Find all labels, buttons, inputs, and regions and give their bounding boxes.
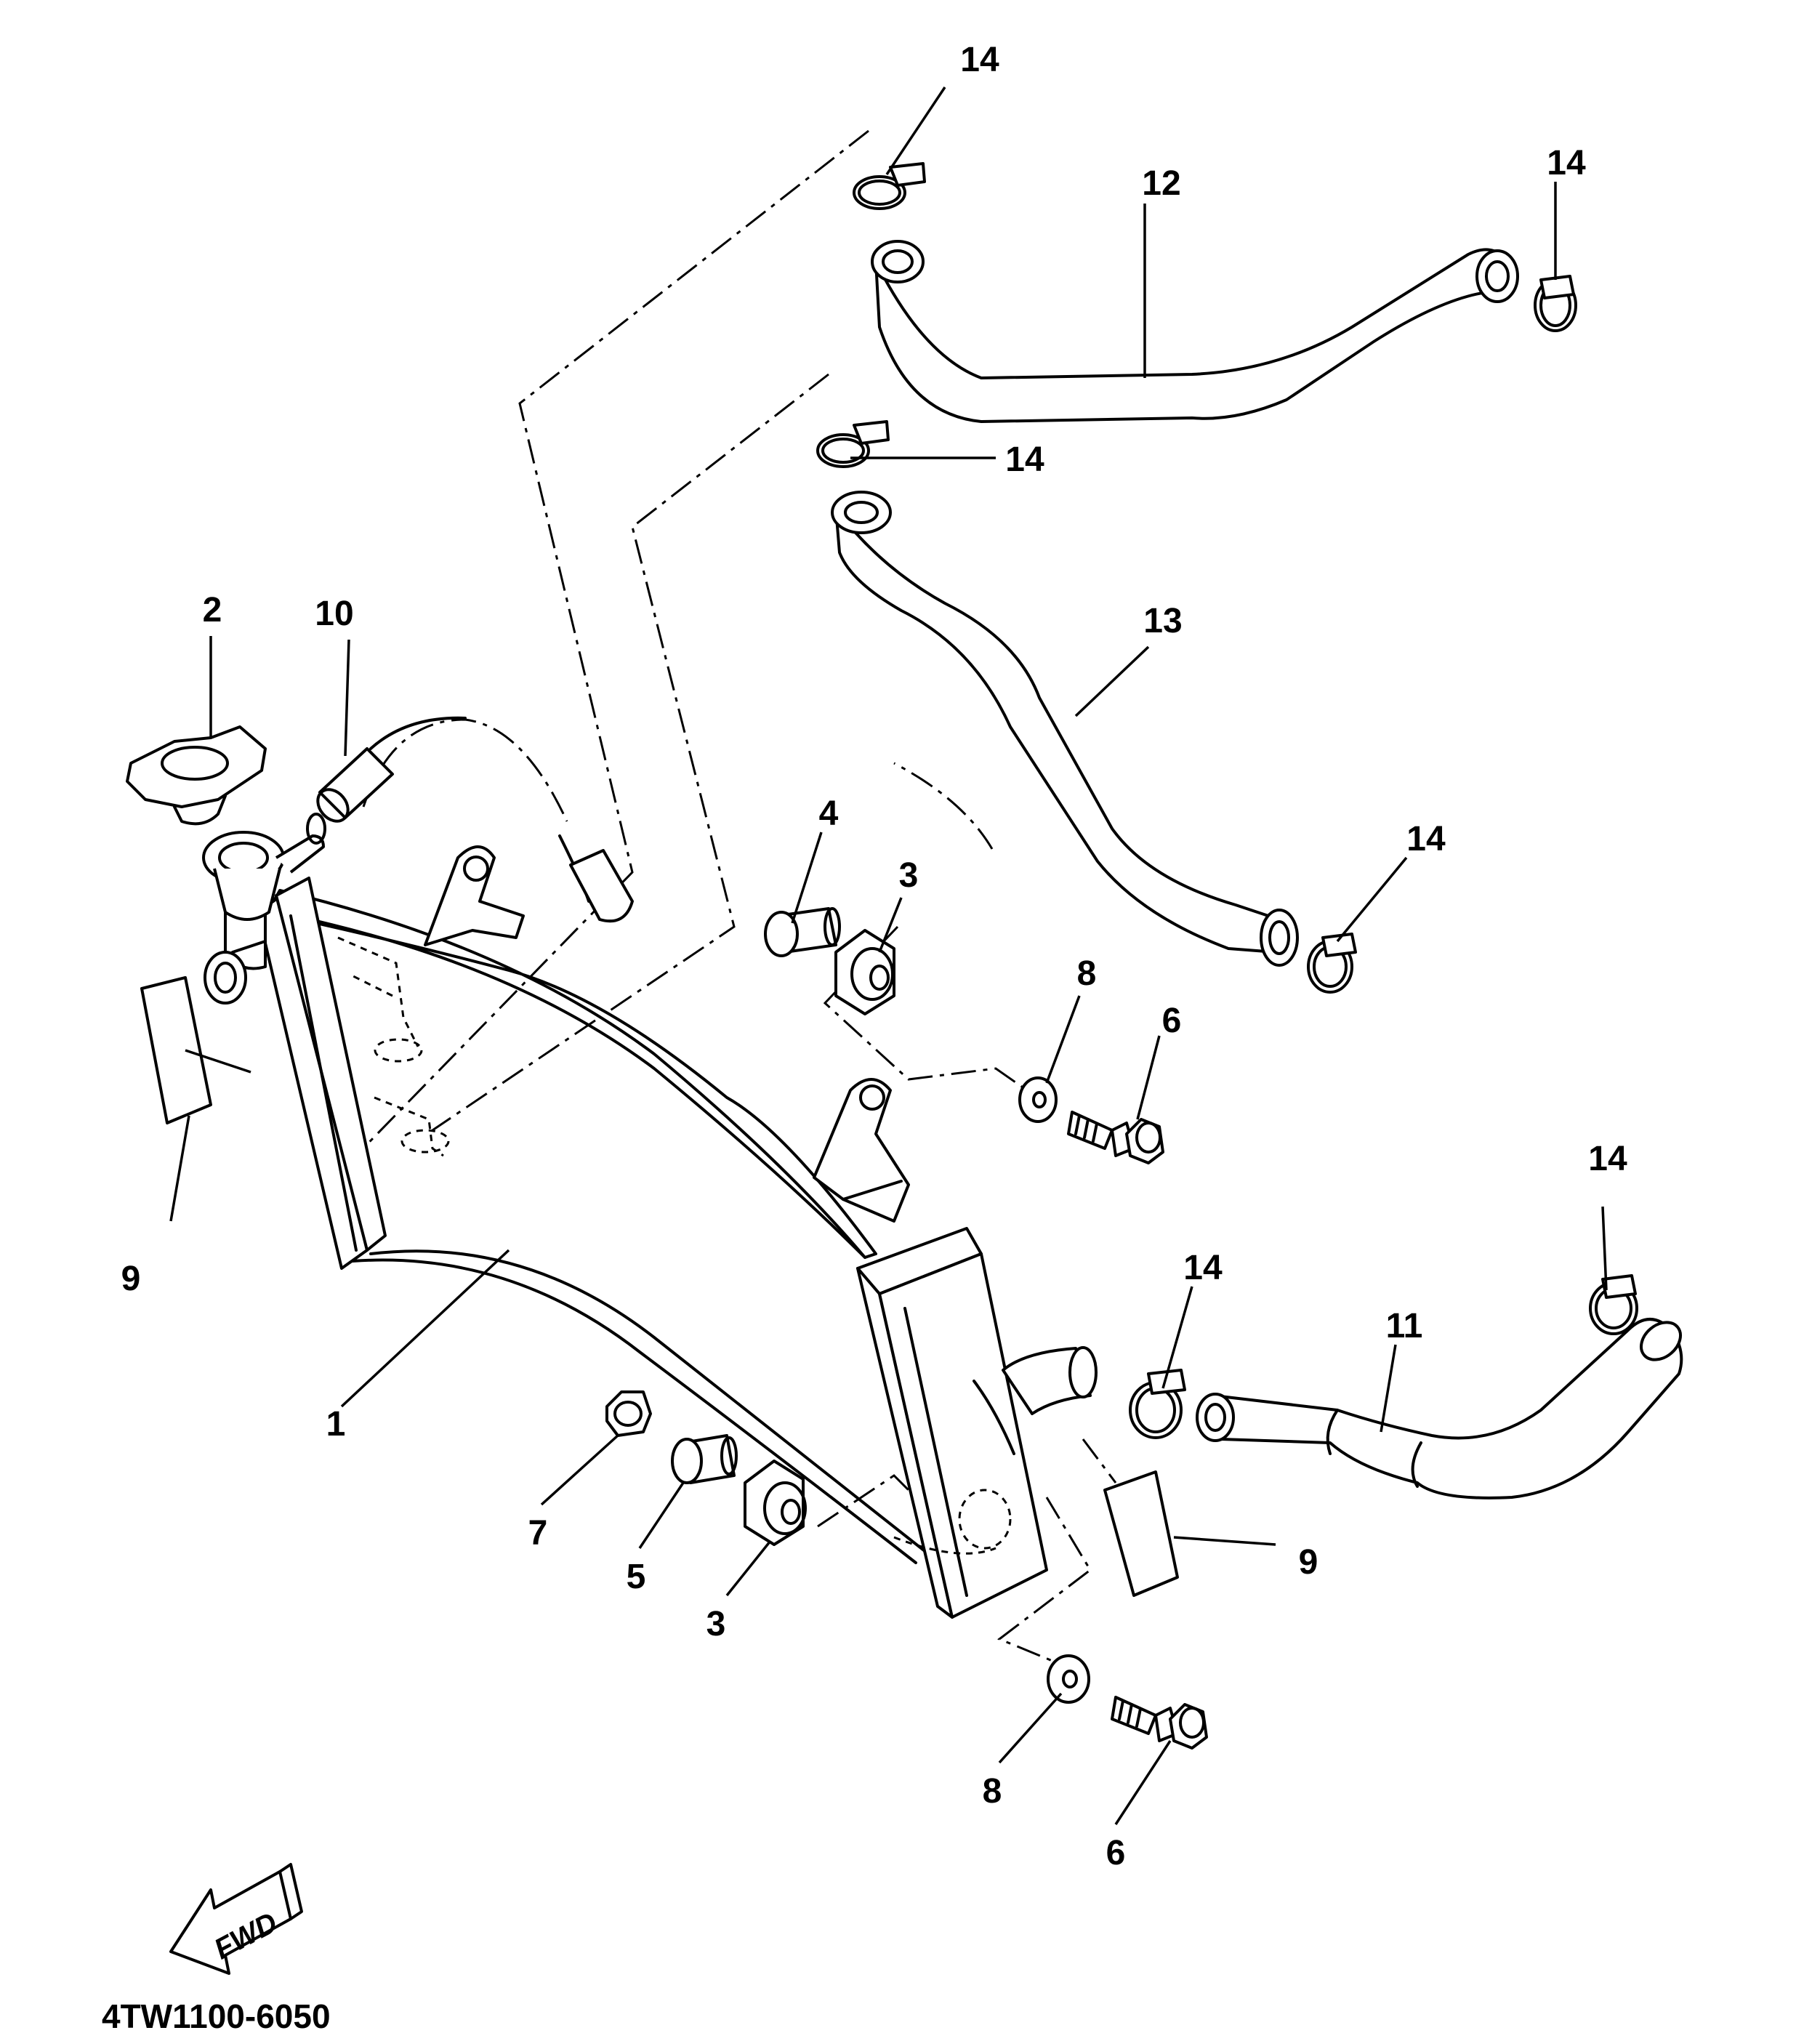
hose-clamp-14f	[1589, 1274, 1638, 1335]
hose-clamp-14e	[1129, 1369, 1186, 1439]
fwd-arrow: FWD	[169, 1863, 303, 1975]
callout-8b: 8	[983, 1772, 1002, 1811]
callout-1: 1	[326, 1405, 346, 1444]
callout-14d: 14	[1406, 820, 1446, 858]
label-plate-9b	[1103, 1470, 1179, 1597]
hose-11	[1196, 1318, 1683, 1499]
callout-14a: 14	[960, 41, 999, 79]
hose-clamp-14b	[816, 420, 890, 468]
collar-5	[671, 1434, 738, 1484]
bolt-6b	[1111, 1696, 1208, 1750]
overflow-hose	[316, 716, 634, 923]
callout-14f: 14	[1588, 1140, 1627, 1178]
callout-14e: 14	[1183, 1249, 1223, 1287]
callout-8a: 8	[1077, 954, 1097, 993]
radiator	[202, 813, 1098, 1619]
washer-8b	[1047, 1654, 1090, 1704]
callout-14b: 14	[1005, 440, 1044, 479]
leader-lines	[169, 86, 1608, 1825]
callout-9b: 9	[1299, 1543, 1318, 1582]
callout-3a: 3	[899, 856, 919, 895]
radiator-cap	[126, 725, 267, 826]
collar-4	[764, 907, 841, 957]
callout-10: 10	[315, 595, 353, 633]
callout-5: 5	[627, 1558, 646, 1596]
callout-14c: 14	[1547, 144, 1586, 182]
bolt-6a	[1067, 1111, 1164, 1164]
hose-clamp-14d	[1307, 933, 1357, 994]
washer-8a	[1018, 1076, 1058, 1123]
callout-numbers: 1 2 10 14 12 14 14 13 14 4 3 8 6 9 14 14…	[121, 41, 1627, 1872]
callout-3b: 3	[706, 1605, 726, 1643]
callout-12: 12	[1142, 164, 1180, 203]
hose-12	[871, 240, 1519, 423]
callout-6a: 6	[1162, 1002, 1182, 1040]
callout-9a: 9	[121, 1260, 141, 1298]
callout-4: 4	[819, 794, 839, 833]
callout-13: 13	[1143, 602, 1182, 640]
callout-11: 11	[1386, 1307, 1423, 1345]
hose-clamp-14a	[853, 162, 926, 210]
grommet-3b	[744, 1460, 807, 1546]
diagram-code: 4TW1100-6050	[102, 1997, 331, 2035]
nut-7	[605, 1390, 652, 1437]
callout-2: 2	[203, 591, 222, 629]
callout-6b: 6	[1106, 1834, 1126, 1872]
callout-7: 7	[528, 1514, 548, 1553]
grommet-3a	[834, 929, 895, 1015]
assembly-lines	[347, 129, 1117, 1666]
hose-clamp-14c	[1534, 275, 1577, 332]
hose-13	[831, 491, 1299, 967]
label-plate-9a	[140, 976, 212, 1124]
